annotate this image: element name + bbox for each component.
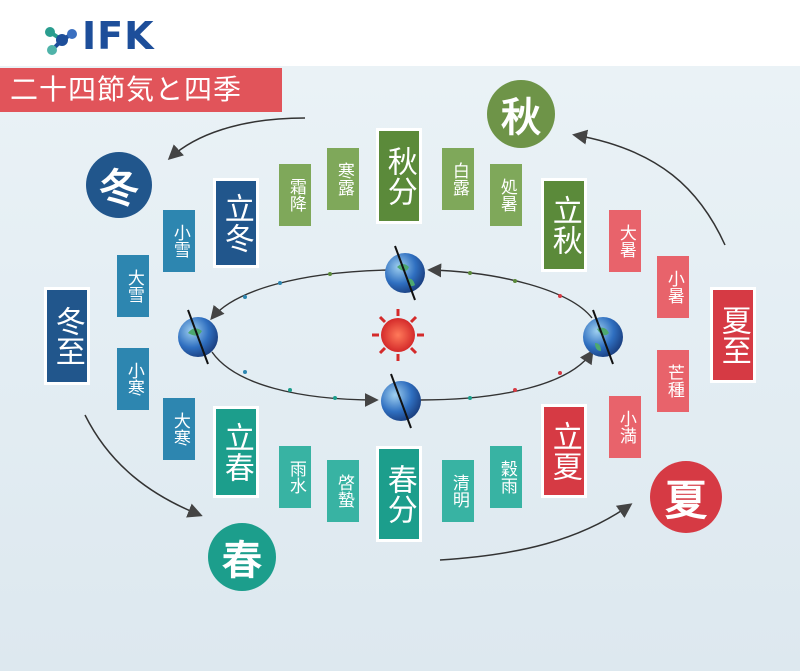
orbit-right-top xyxy=(427,263,593,319)
orbit-left-bottom xyxy=(211,351,379,407)
sun-icon xyxy=(372,309,424,361)
arrow-summer-to-autumn xyxy=(572,129,726,246)
arrow-winter-to-spring xyxy=(84,414,203,518)
earth-icon-spring xyxy=(381,373,421,429)
page-title: 二十四節気と四季 xyxy=(0,68,282,112)
arrow-autumn-to-winter xyxy=(167,117,306,161)
term-daikan: 大寒 xyxy=(163,398,195,460)
term-risshun: 立春 xyxy=(213,406,259,498)
logo-text: IFK xyxy=(82,14,155,58)
season-winter: 冬 xyxy=(86,152,152,218)
ifk-logo xyxy=(40,20,190,62)
term-seimei: 清明 xyxy=(442,460,474,522)
arrow-spring-to-summer xyxy=(439,503,633,561)
term-geshi: 夏至 xyxy=(710,287,756,383)
season-autumn: 秋 xyxy=(487,80,555,148)
term-usui: 雨水 xyxy=(279,446,311,508)
term-shunbun: 春分 xyxy=(376,446,422,542)
term-kokuu: 穀雨 xyxy=(490,446,522,508)
orbit-bottom-right xyxy=(419,349,594,401)
term-soukou: 霜降 xyxy=(279,164,311,226)
molecule-icon xyxy=(45,27,77,55)
term-shouman: 小満 xyxy=(609,396,641,458)
earth-icon-summer xyxy=(583,309,623,365)
term-taisetsu: 大雪 xyxy=(117,255,149,317)
term-touji: 冬至 xyxy=(44,287,90,385)
term-taisho: 大暑 xyxy=(609,210,641,272)
season-spring: 春 xyxy=(208,523,276,591)
earth-icon-winter xyxy=(178,309,218,365)
term-risshuu: 立秋 xyxy=(541,178,587,272)
term-rikka: 立夏 xyxy=(541,404,587,498)
orbit-top-left xyxy=(210,269,389,321)
season-summer: 夏 xyxy=(650,461,722,533)
term-hakuro: 白露 xyxy=(442,148,474,210)
term-shuubun: 秋分 xyxy=(376,128,422,224)
term-shousho: 小暑 xyxy=(657,256,689,318)
term-rittou: 立冬 xyxy=(213,178,259,268)
term-kanro: 寒露 xyxy=(327,148,359,210)
earth-icon-autumn xyxy=(385,245,425,301)
orbit-ticks xyxy=(243,271,562,400)
term-shousetsu: 小雪 xyxy=(163,210,195,272)
term-keichitsu: 啓蟄 xyxy=(327,460,359,522)
term-boushu: 芒種 xyxy=(657,350,689,412)
term-shosho: 処暑 xyxy=(490,164,522,226)
term-shoukan: 小寒 xyxy=(117,348,149,410)
